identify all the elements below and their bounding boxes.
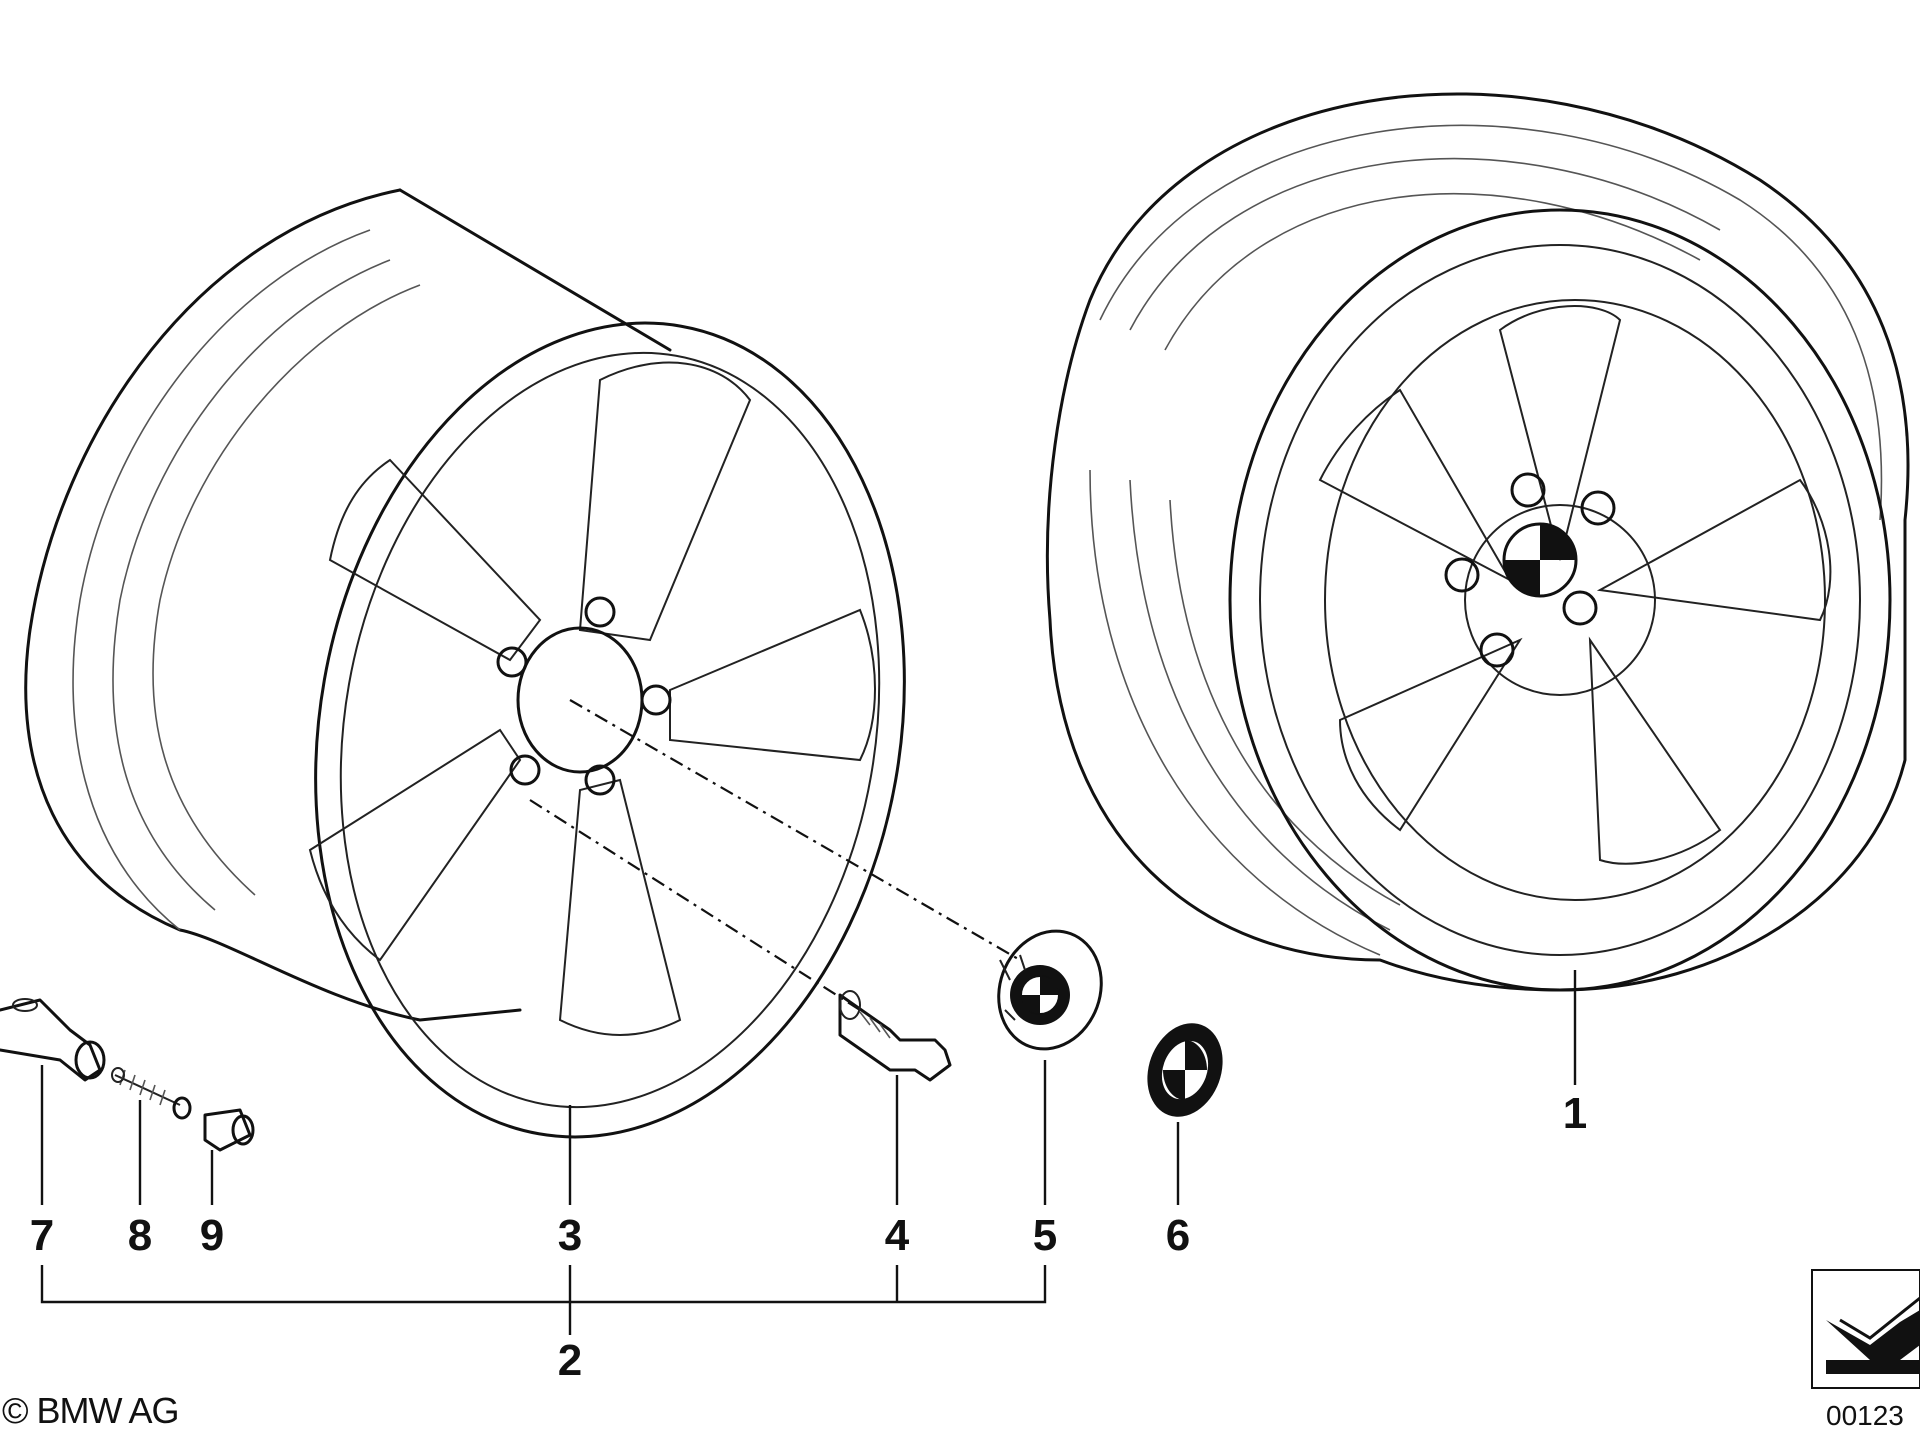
tyre-valve [0, 998, 106, 1082]
complete-wheel-tyre [1045, 92, 1910, 992]
callout-8: 8 [128, 1211, 152, 1260]
callout-1: 1 [1563, 1089, 1587, 1138]
assembly-symbol-icon [1811, 1269, 1920, 1389]
callout-5: 5 [1033, 1211, 1057, 1260]
callout-3: 3 [558, 1211, 582, 1260]
valve-cap [203, 1108, 255, 1152]
copyright-label: © BMW AG [2, 1390, 180, 1431]
callout-2: 2 [558, 1336, 582, 1385]
callout-6: 6 [1166, 1211, 1190, 1260]
group-bracket [40, 1265, 1047, 1304]
hub-cap [997, 929, 1103, 1051]
wheel-bolt-axis-line [529, 799, 861, 1011]
wheel-bolt [838, 990, 952, 1082]
badge [1147, 1023, 1223, 1117]
hub-cap-axis-line [569, 699, 1021, 961]
diagram-id-label: 00123 [1826, 1400, 1904, 1431]
valve-core [111, 1067, 192, 1120]
callout-7: 7 [30, 1211, 54, 1260]
callout-9: 9 [200, 1211, 224, 1260]
callout-4: 4 [885, 1211, 910, 1260]
light-alloy-rim [24, 188, 906, 1139]
